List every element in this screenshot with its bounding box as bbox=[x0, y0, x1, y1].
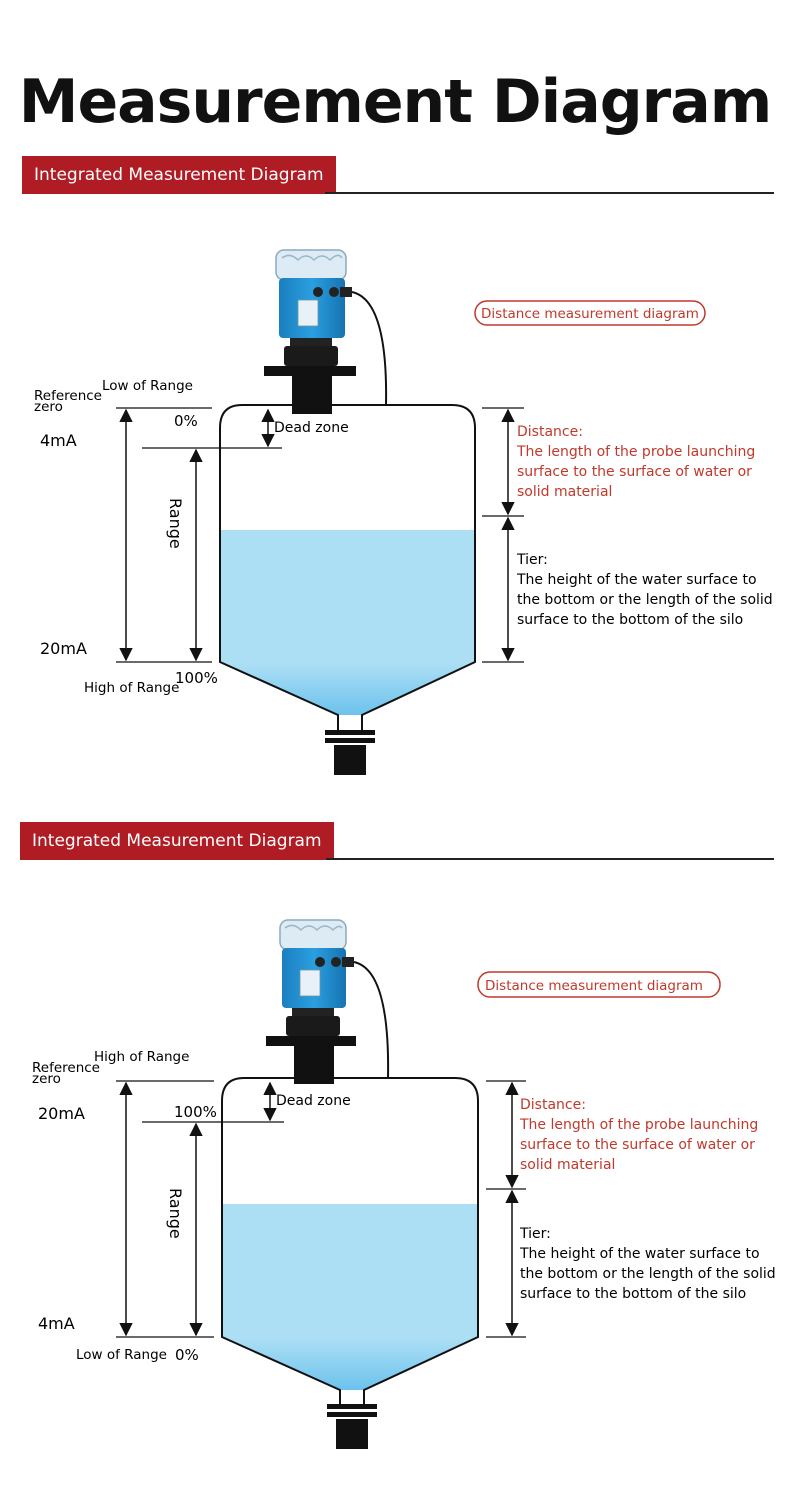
range-label: Range bbox=[166, 1188, 185, 1239]
diagram-2: Distance measurement diagram High of Ran… bbox=[0, 912, 790, 1472]
top-percent-label: 100% bbox=[174, 1103, 217, 1121]
tank-outline bbox=[219, 404, 476, 730]
pill-border bbox=[477, 971, 721, 998]
range-label: Range bbox=[166, 498, 185, 549]
top-ma-label: 20mA bbox=[38, 1104, 85, 1123]
bottom-ma-label: 20mA bbox=[40, 639, 87, 658]
section-header-label: Integrated Measurement Diagram bbox=[22, 156, 336, 194]
tank-outlet-icon bbox=[327, 1404, 377, 1449]
section-header: Integrated Measurement Diagram bbox=[20, 822, 774, 862]
distance-line: solid material bbox=[520, 1157, 615, 1173]
distance-title: Distance: bbox=[520, 1097, 586, 1113]
top-ma-label: 4mA bbox=[40, 431, 77, 450]
page-title: Measurement Diagram bbox=[18, 67, 773, 137]
distance-diagram-pill: Distance measurement diagram bbox=[481, 306, 699, 322]
distance-title: Distance: bbox=[517, 424, 583, 440]
tier-line: The height of the water surface to bbox=[516, 572, 757, 588]
distance-line: surface to the surface of water or bbox=[517, 464, 752, 480]
dead-zone-label: Dead zone bbox=[274, 420, 349, 436]
bottom-range-label: Low of Range bbox=[76, 1347, 167, 1363]
bottom-range-label: High of Range bbox=[84, 680, 179, 696]
ultrasonic-sensor-icon bbox=[264, 249, 356, 414]
top-range-label: Low of Range bbox=[102, 378, 193, 394]
tier-line: The height of the water surface to bbox=[519, 1246, 760, 1262]
tier-line: surface to the bottom of the silo bbox=[517, 612, 743, 628]
bottom-percent-label: 100% bbox=[175, 669, 218, 687]
sensor-cable bbox=[353, 961, 390, 1079]
ultrasonic-sensor-icon bbox=[266, 919, 356, 1084]
distance-line: surface to the surface of water or bbox=[520, 1137, 755, 1153]
distance-line: solid material bbox=[517, 484, 612, 500]
section-header-label: Integrated Measurement Diagram bbox=[20, 822, 334, 860]
reference-label: Reference bbox=[34, 388, 102, 404]
zero-label: zero bbox=[32, 1071, 61, 1087]
dead-zone-label: Dead zone bbox=[276, 1093, 351, 1109]
distance-line: The length of the probe launching bbox=[516, 444, 755, 460]
reference-label: Reference bbox=[32, 1060, 100, 1076]
water-fill bbox=[222, 1204, 478, 1390]
tier-line: the bottom or the length of the solid bbox=[517, 592, 773, 608]
measurement-diagram-svg: Distance measurement diagram High of Ran… bbox=[32, 919, 776, 1449]
measurement-diagram-svg: Distance measurement diagram Low of Rang… bbox=[34, 249, 773, 775]
bottom-ma-label: 4mA bbox=[38, 1314, 75, 1333]
tier-title: Tier: bbox=[516, 552, 548, 568]
section-header-rule bbox=[325, 192, 774, 194]
zero-label: zero bbox=[34, 399, 63, 415]
bottom-percent-label: 0% bbox=[175, 1346, 199, 1364]
top-percent-label: 0% bbox=[174, 412, 198, 430]
distance-diagram-pill: Distance measurement diagram bbox=[485, 978, 703, 994]
section-header: Integrated Measurement Diagram bbox=[22, 156, 774, 196]
distance-line: The length of the probe launching bbox=[519, 1117, 758, 1133]
water-fill bbox=[220, 530, 475, 715]
tank-outline bbox=[221, 1077, 479, 1404]
sensor-cable bbox=[351, 291, 388, 406]
tier-line: surface to the bottom of the silo bbox=[520, 1286, 746, 1302]
section-header-rule bbox=[326, 858, 774, 860]
pill-border bbox=[474, 300, 706, 326]
diagram-1: Distance measurement diagram Low of Rang… bbox=[0, 240, 790, 800]
top-range-label: High of Range bbox=[94, 1049, 189, 1065]
tier-line: the bottom or the length of the solid bbox=[520, 1266, 776, 1282]
tank-outlet-icon bbox=[325, 730, 375, 775]
tier-title: Tier: bbox=[519, 1226, 551, 1242]
